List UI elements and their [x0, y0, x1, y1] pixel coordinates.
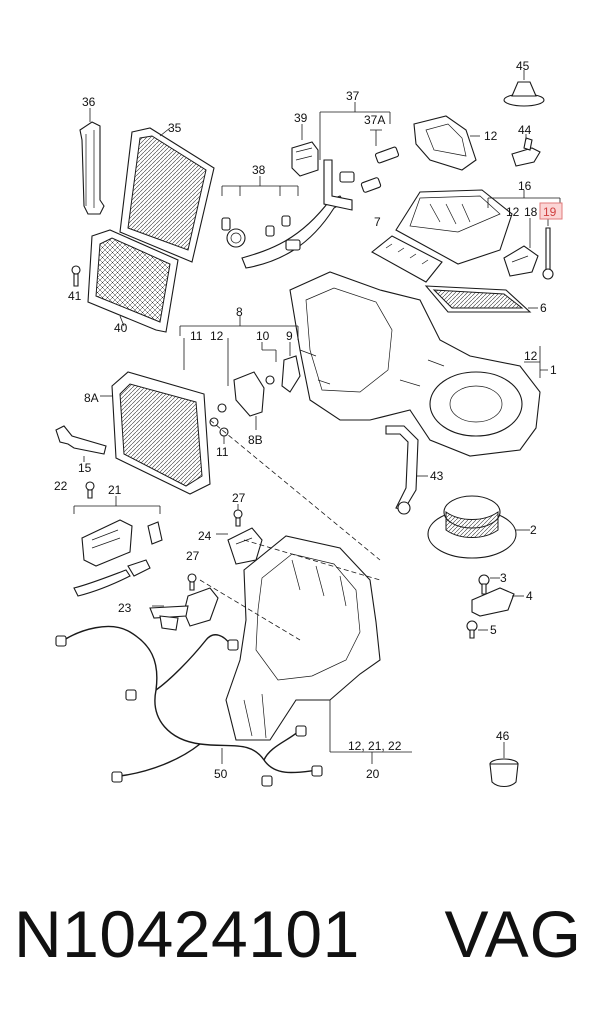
- callout-12-flap: 12: [506, 205, 520, 219]
- part-46-cap: [489, 742, 519, 788]
- callout-46: 46: [496, 729, 510, 743]
- callout-20: 20: [366, 767, 380, 781]
- part-45-grommet: [503, 70, 545, 107]
- callout-12-21-22: 12, 21, 22: [348, 739, 402, 753]
- part-5-screw: [466, 620, 488, 639]
- callout-labels: 36 35 39 37 37A 12 45 44 38 16 12 18 19 …: [54, 59, 563, 781]
- part-12-gasket: [413, 115, 480, 171]
- part-50-harness: [55, 625, 323, 787]
- callout-2: 2: [530, 523, 537, 537]
- part-8-evaporator-group: [100, 316, 301, 495]
- part-41-screw: [71, 265, 81, 287]
- footer: N10424101 VAG: [0, 880, 600, 990]
- part-1-main-housing: [289, 271, 548, 457]
- part-27-screw-lower: [187, 573, 197, 591]
- part-35-evaporator: [119, 127, 215, 263]
- callout-40: 40: [114, 321, 128, 335]
- callout-8: 8: [236, 305, 243, 319]
- part-40-heater-core: [87, 229, 179, 333]
- callout-11-upper: 11: [190, 329, 203, 343]
- part-2-blower-motor: [427, 495, 530, 559]
- callout-21: 21: [108, 483, 122, 497]
- part-36-bracket: [79, 108, 105, 215]
- callout-4: 4: [526, 589, 533, 603]
- callout-12-housing: 12: [524, 349, 538, 363]
- callout-19: 19: [543, 205, 557, 219]
- part-20-lower-housing: [199, 419, 412, 764]
- callout-15: 15: [78, 461, 92, 475]
- part-18-servo: [503, 218, 539, 277]
- callout-12-evap: 12: [210, 329, 224, 343]
- part-number: N10424101: [14, 897, 360, 971]
- callout-22: 22: [54, 479, 68, 493]
- callout-18: 18: [524, 205, 538, 219]
- part-39-valve: [291, 124, 319, 177]
- exploded-parts-diagram: 36 35 39 37 37A 12 45 44 38 16 12 18 19 …: [54, 59, 563, 788]
- callout-9: 9: [286, 329, 293, 343]
- callout-10: 10: [256, 329, 270, 343]
- callout-43: 43: [430, 469, 444, 483]
- callout-27-lower: 27: [186, 549, 200, 563]
- part-44-clip: [511, 134, 541, 167]
- callout-8A: 8A: [84, 391, 99, 405]
- callout-6: 6: [540, 301, 547, 315]
- part-24-actuator: [216, 527, 263, 565]
- callout-50: 50: [214, 767, 228, 781]
- part-15-sensor: [55, 425, 107, 462]
- part-37-pipes: [319, 102, 400, 211]
- part-23-actuator: [149, 587, 219, 631]
- part-4-resistor: [471, 587, 524, 617]
- callout-3: 3: [500, 571, 507, 585]
- callout-37: 37: [346, 89, 360, 103]
- callout-19-highlight: [539, 202, 563, 220]
- callout-16: 16: [518, 179, 532, 193]
- part-7-gasket: [371, 235, 443, 283]
- callout-1: 1: [550, 363, 557, 377]
- callout-36: 36: [82, 95, 96, 109]
- part-21-actuator-group: [73, 496, 163, 597]
- callout-5: 5: [490, 623, 497, 637]
- callout-38: 38: [252, 163, 266, 177]
- part-22-screw: [85, 481, 95, 499]
- callout-27-upper: 27: [232, 491, 246, 505]
- callout-44: 44: [518, 123, 532, 137]
- part-43-hose: [385, 425, 428, 515]
- callout-24: 24: [198, 529, 212, 543]
- callout-23: 23: [118, 601, 132, 615]
- callout-11-lower: 11: [216, 445, 229, 459]
- callout-45: 45: [516, 59, 530, 73]
- part-6-cabin-filter: [424, 285, 538, 313]
- callout-7: 7: [374, 215, 381, 229]
- part-16-flap-housing: [395, 189, 561, 265]
- callout-41: 41: [68, 289, 82, 303]
- callout-35: 35: [168, 121, 182, 135]
- callout-37A: 37A: [364, 113, 385, 127]
- part-19-screw: [542, 218, 554, 280]
- callout-39: 39: [294, 111, 308, 125]
- callout-12-gasket: 12: [484, 129, 498, 143]
- part-27-screw-upper: [233, 504, 243, 527]
- brand-name: VAG: [444, 897, 582, 971]
- callout-8B: 8B: [248, 433, 263, 447]
